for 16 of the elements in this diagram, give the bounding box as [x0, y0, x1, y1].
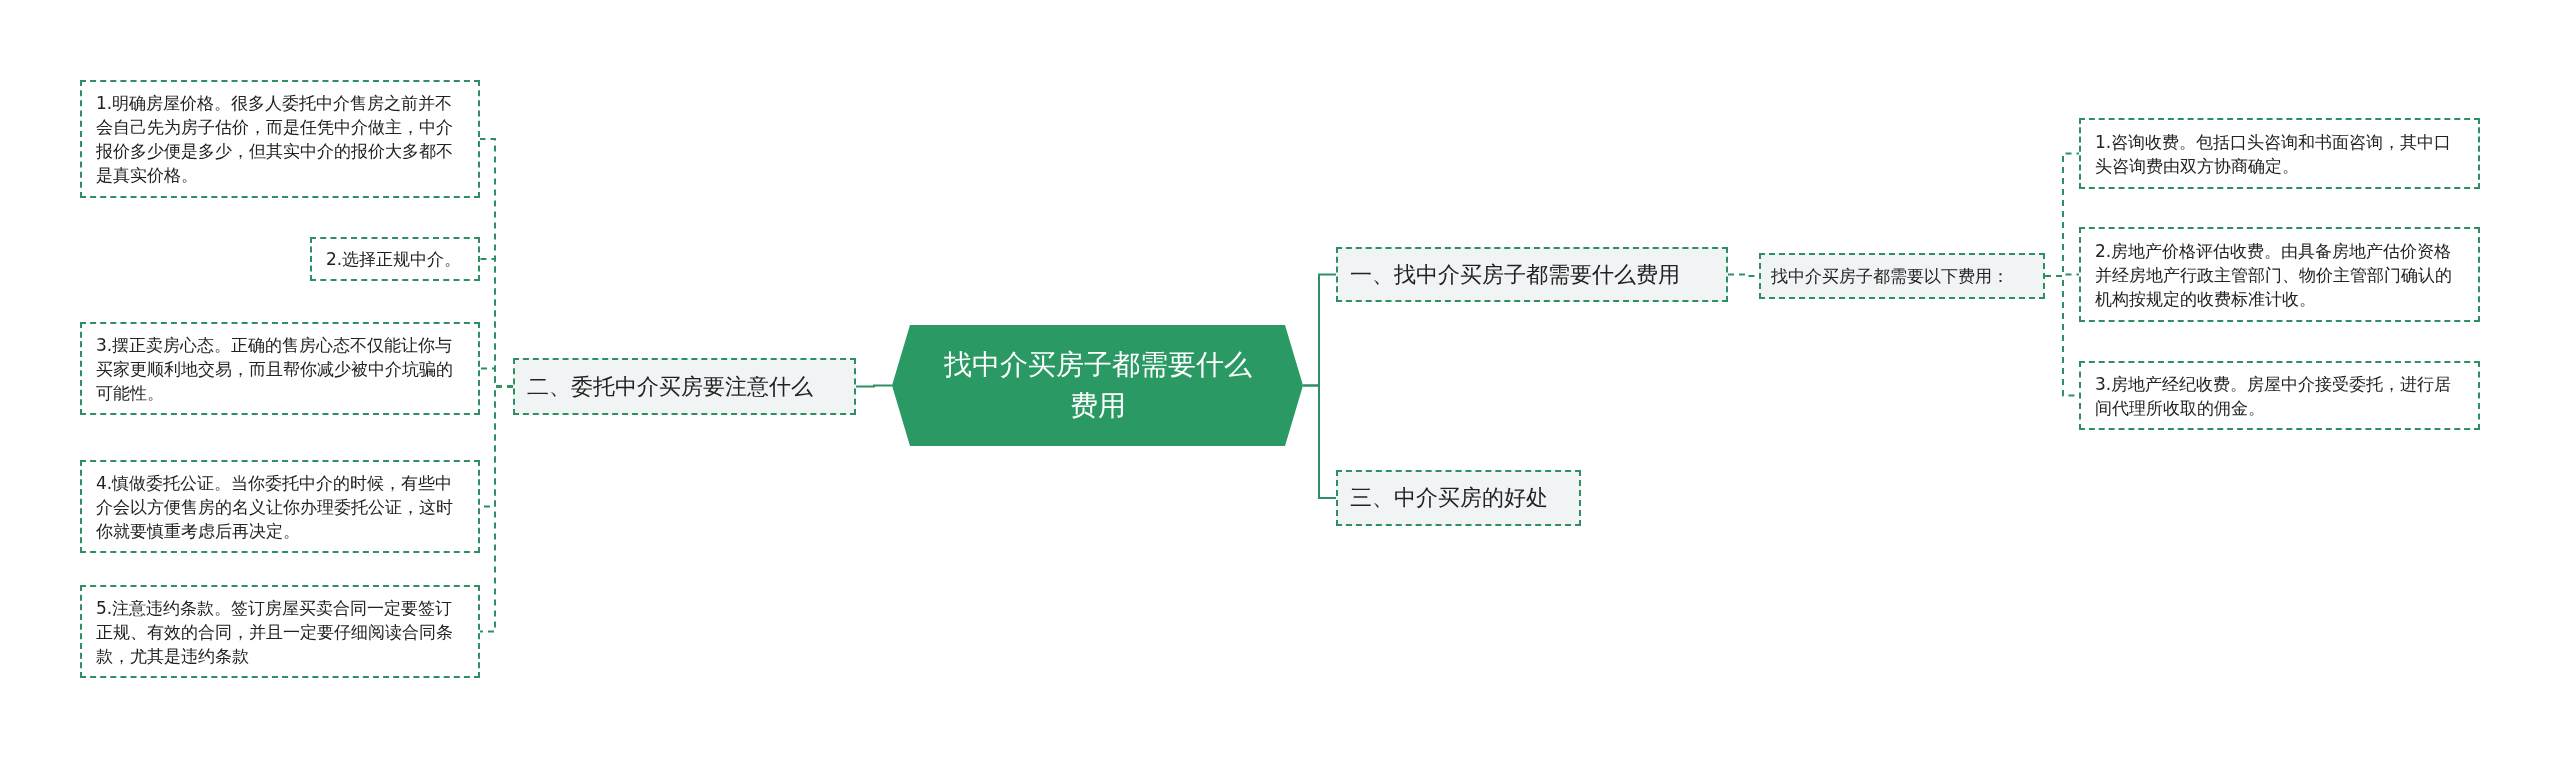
- note-box: 5.注意违约条款。签订房屋买卖合同一定要签订正规、有效的合同，并且一定要仔细阅读合同条款，尤其是违约条款: [80, 585, 480, 678]
- branch-topic: 二、委托中介买房要注意什么: [513, 358, 856, 415]
- topic-hexagon: 找中介买房子都需要什么费用: [892, 325, 1303, 446]
- connector-line: [855, 384, 893, 388]
- note-box: 2.选择正规中介。: [310, 237, 480, 281]
- subtopic-box: 找中介买房子都需要以下费用：: [1759, 253, 2045, 299]
- connector-line: [479, 385, 514, 633]
- note-box: 1.明确房屋价格。很多人委托中介售房之前并不会自己先为房子估价，而是任凭中介做主，中介报价多少便是多少，但其实中介的报价大多都不是真实价格。: [80, 80, 480, 198]
- note-box: 1.咨询收费。包括口头咨询和书面咨询，其中口头咨询费由双方协商确定。: [2079, 118, 2480, 189]
- branch-topic: 一、找中介买房子都需要什么费用: [1336, 247, 1728, 302]
- note-box: 2.房地产价格评估收费。由具备房地产估价资格并经房地产行政主管部门、物价主管部门确认的机构按规定的收费标准计收。: [2079, 227, 2480, 322]
- note-box: 4.慎做委托公证。当你委托中介的时候，有些中介会以方便售房的名义让你办理委托公证，这时你就要慎重考虑后再决定。: [80, 460, 480, 553]
- note-box: 3.摆正卖房心态。正确的售房心态不仅能让你与买家更顺利地交易，而且帮你减少被中介坑骗的可能性。: [80, 322, 480, 415]
- note-box: 3.房地产经纪收费。房屋中介接受委托，进行居间代理所收取的佣金。: [2079, 361, 2480, 430]
- connector-line: [1302, 384, 1337, 499]
- branch-topic: 三、中介买房的好处: [1336, 470, 1581, 526]
